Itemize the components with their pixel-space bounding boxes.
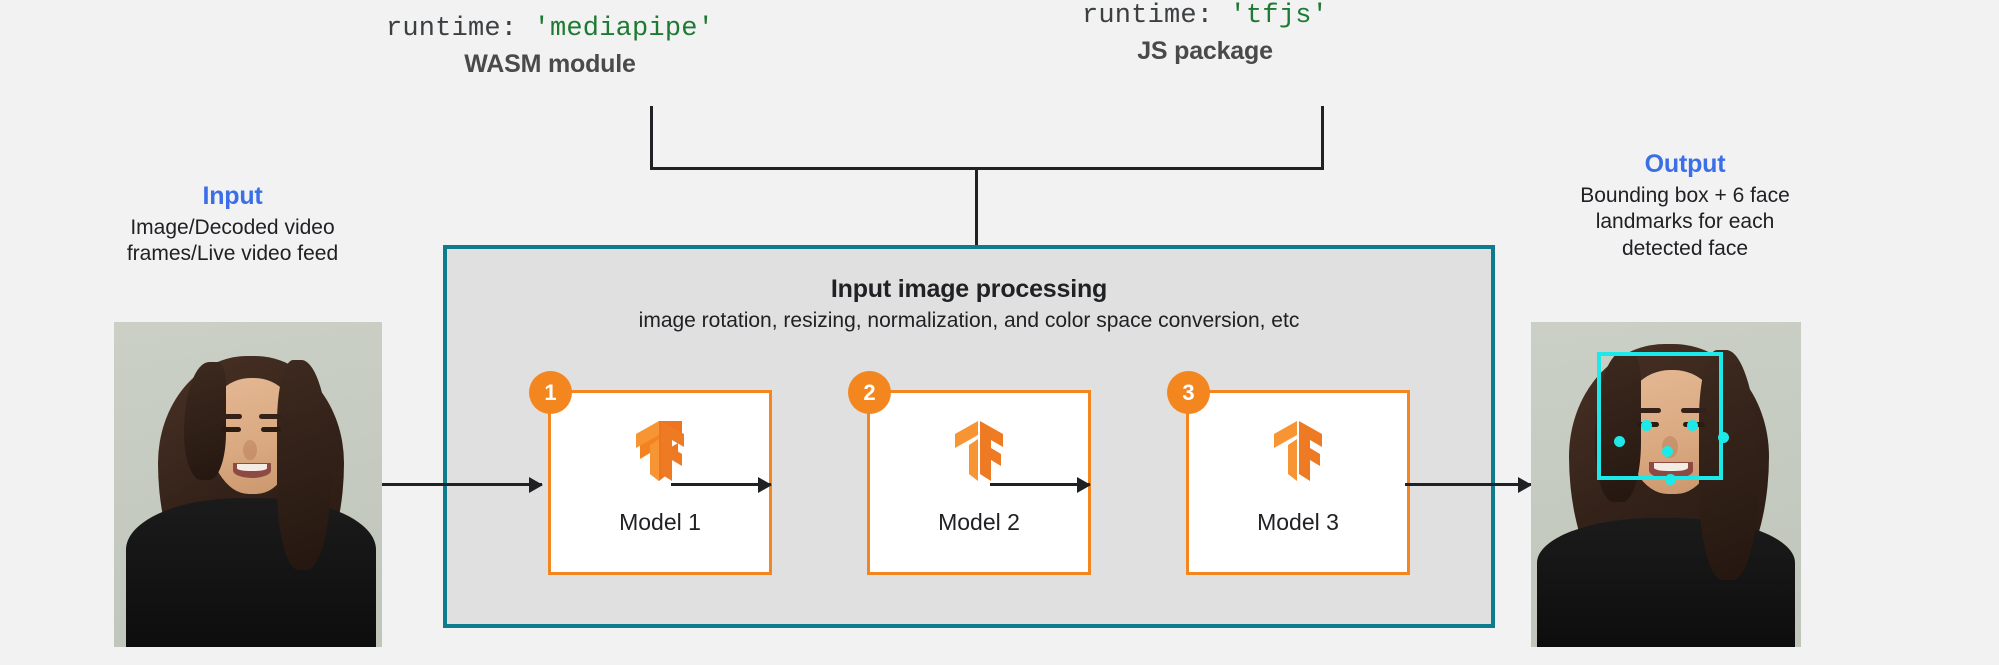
output-title: Output [1644, 150, 1726, 178]
arrow-model1-to-model2 [671, 483, 771, 486]
output-photo [1531, 322, 1801, 647]
eyebrow-right [259, 414, 282, 419]
runtime-label-mediapipe: runtime: 'mediapipe' WASM module [380, 14, 720, 79]
input-photo [114, 322, 382, 647]
input-caption: Input Image/Decoded video frames/Live vi… [100, 182, 365, 268]
tensorflow-logo [632, 419, 688, 488]
pipeline-title: Input image processing [830, 275, 1108, 303]
model-label-3: Model 3 [1257, 509, 1339, 535]
landmark-mouth [1665, 474, 1676, 485]
landmark-ear-right [1718, 432, 1729, 443]
hair-front-right [277, 360, 331, 570]
arrow-model2-to-model3 [990, 483, 1090, 486]
arrow-pipeline-to-output [1405, 483, 1531, 486]
bracket-horizontal-bar [650, 167, 1324, 170]
torso [1537, 518, 1795, 647]
model-badge-2: 2 [848, 371, 891, 414]
arrow-input-to-pipeline [382, 483, 542, 486]
eyebrow-right [1681, 408, 1707, 413]
model-box-3[interactable]: 3 Model 3 [1167, 371, 1410, 575]
pipeline-subtitle: image rotation, resizing, normalization,… [638, 309, 1300, 332]
model-badge-1: 1 [529, 371, 572, 414]
model-label-1: Model 1 [619, 509, 701, 535]
model-badge-3: 3 [1167, 371, 1210, 414]
landmark-eye-right [1687, 420, 1698, 431]
bracket-right-stem [1321, 106, 1324, 170]
runtime-label-tfjs: runtime: 'tfjs' JS package [1035, 1, 1375, 66]
model-label-2: Model 2 [938, 509, 1020, 535]
teeth [1654, 463, 1688, 471]
landmark-eye-left [1641, 420, 1652, 431]
runtime-subtitle-jspackage: JS package [1137, 37, 1273, 65]
nose [243, 440, 257, 460]
runtime-subtitle-wasm: WASM module [464, 50, 636, 78]
bracket-drop-stem [975, 167, 978, 248]
hair-front-right [1699, 350, 1759, 580]
tensorflow-logo [1270, 419, 1326, 488]
input-description: Image/Decoded video frames/Live video fe… [126, 216, 339, 266]
output-caption: Output Bounding box + 6 face landmarks f… [1560, 150, 1810, 262]
eye-left [221, 427, 241, 432]
pipeline-container: Input image processing image rotation, r… [443, 245, 1495, 628]
runtime-code-tfjs: runtime: 'tfjs' [1035, 1, 1375, 31]
runtime-value: 'mediapipe' [533, 14, 715, 44]
model-box-1[interactable]: 1 Model 1 [529, 371, 772, 575]
eyebrow-left [219, 414, 242, 419]
runtime-key: runtime: [1081, 1, 1214, 31]
hair-front-left [184, 362, 226, 480]
landmark-ear-left [1614, 436, 1625, 447]
eyebrow-left [1635, 408, 1661, 413]
bracket-left-stem [650, 106, 653, 170]
output-description: Bounding box + 6 face landmarks for each… [1580, 184, 1790, 260]
runtime-value: 'tfjs' [1229, 1, 1329, 31]
teeth [237, 464, 267, 471]
runtime-key: runtime: [385, 14, 518, 44]
runtime-code-mediapipe: runtime: 'mediapipe' [380, 14, 720, 44]
bracket-connector [650, 106, 1324, 248]
eye-right [261, 427, 281, 432]
torso [126, 498, 376, 647]
tensorflow-logo [951, 419, 1007, 488]
landmark-nose-tip [1662, 446, 1673, 457]
face-bounding-box [1597, 352, 1723, 480]
input-title: Input [202, 182, 263, 210]
